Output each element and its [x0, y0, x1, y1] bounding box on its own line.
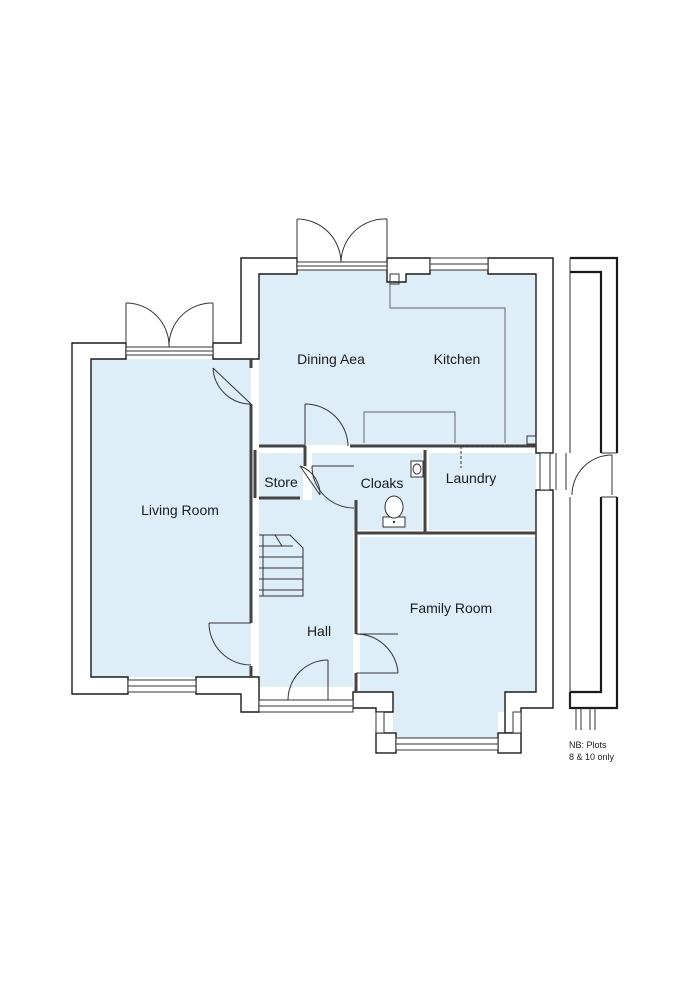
wall-bay-left-block [375, 732, 397, 754]
window-laundry-side [539, 452, 551, 491]
basin-icon [410, 460, 424, 478]
family-room-label: Family Room [410, 600, 492, 616]
cloaks-label: Cloaks [361, 475, 404, 491]
wall-living-top-right [212, 257, 298, 360]
note-line-1: NB: Plots [569, 740, 607, 750]
store-floor [259, 453, 303, 495]
dining-kitchen-floor [259, 268, 536, 445]
kitchen-label: Kitchen [434, 351, 481, 367]
room-labels: Dining Aea Kitchen Living Room Store Clo… [141, 351, 614, 762]
wall-family-front-left [352, 691, 394, 713]
store-label: Store [264, 474, 298, 490]
wall-hall-front-left [195, 676, 260, 713]
internal-walls [249, 359, 536, 692]
hall-floor [259, 495, 353, 687]
staircase-icon [259, 534, 304, 597]
side-extension [555, 256, 619, 730]
french-doors-icon [125, 218, 388, 356]
living-room-floor [91, 359, 251, 677]
hall-label: Hall [307, 623, 331, 639]
laundry-floor [429, 453, 536, 530]
floor-areas [91, 268, 536, 738]
wall-bay-right-block [497, 732, 522, 754]
windows [127, 257, 551, 751]
kitchen-units [363, 273, 537, 468]
wall-kitchen-right [487, 257, 554, 454]
toilet-icon [382, 495, 406, 528]
note-line-2: 8 & 10 only [569, 752, 615, 762]
living-room-label: Living Room [141, 502, 219, 518]
window-family-bay-right [512, 711, 522, 734]
laundry-label: Laundry [446, 470, 497, 486]
door-swing-icon [208, 367, 613, 701]
external-walls [71, 257, 554, 754]
window-family-bay-left [375, 711, 385, 734]
family-room-floor [360, 537, 536, 738]
dining-label: Dining Aea [297, 351, 365, 367]
